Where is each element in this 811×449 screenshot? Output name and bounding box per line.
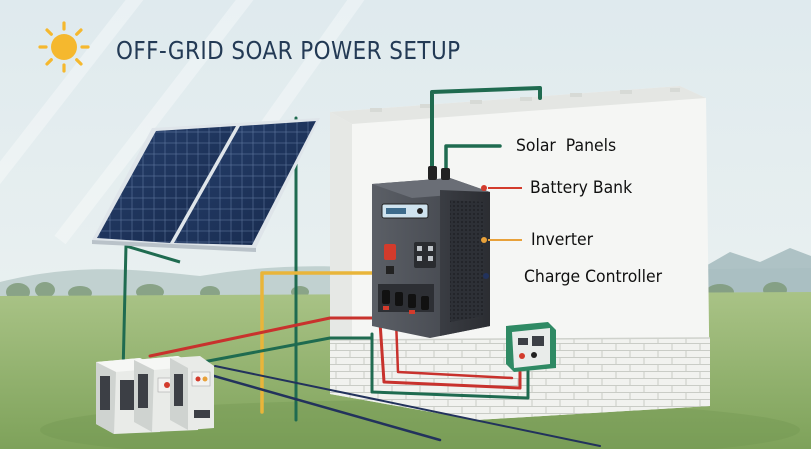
label-inverter: Inverter [531,230,594,250]
callouts [481,185,522,279]
label-charge-controller: Charge Controller [524,267,663,287]
label-solar-panels: Solar Panels [516,136,617,156]
charge-controller-box [506,322,556,372]
diagram-title: OFF-GRID SOAR POWER SETUP [116,36,461,65]
inverter-cabinet [372,166,490,338]
battery-bank [96,356,214,434]
label-battery-bank: Battery Bank [530,178,633,198]
sun-icon [38,21,90,73]
solar-panel-array [92,118,320,252]
